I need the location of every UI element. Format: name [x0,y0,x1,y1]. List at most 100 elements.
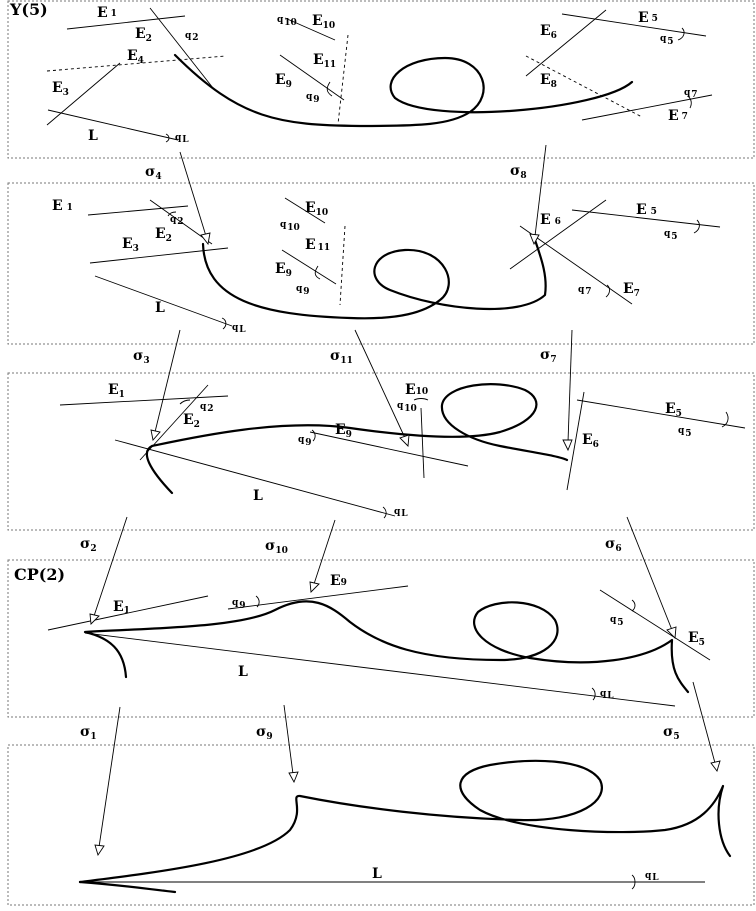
panel-3: E1 q2 E2 L qL q9 E9 E10 q10 E6 E5 q5 [7,372,755,531]
p3-q9: q9 [298,435,312,448]
y5-e3: E3 [52,80,69,98]
arrow-sigma7 [567,329,573,443]
arrowhead-sigma7 [562,439,573,452]
p2-q9-mark [314,265,321,280]
cp2-curve [83,600,690,694]
y5-e10: E10 [312,13,335,31]
cp2-e5: E5 [688,630,705,648]
p3-e9: E9 [335,422,352,440]
map-arrows: σ4 σ8 σ3 σ11 σ7 σ2 σ10 σ6 σ1 [80,144,721,857]
p2-q2-mark [167,211,177,217]
y5-ql-mark [165,133,170,143]
p3-q5-mark [721,411,729,428]
cp2-q9: q9 [232,598,246,611]
label-sigma7: σ7 [540,347,557,365]
arrow-sigma11 [354,329,406,439]
cp2-q5-mark [631,599,636,612]
panel-cp2-frame [7,559,755,718]
label-sigma8: σ8 [510,163,527,181]
y5-ql: qL [175,133,189,145]
p3-line-l [114,439,396,517]
arrowhead-sigma11 [399,434,410,447]
arrow-sigma4 [179,151,207,237]
y5-q7: q7 [684,88,698,100]
p2-q9: q9 [296,284,310,297]
y5-e8: E8 [540,72,557,90]
p2-line-e5 [571,209,721,228]
panel-bottom-frame [7,744,755,906]
y5-e2: E2 [135,26,152,44]
arrowhead-sigma8 [529,233,540,246]
p2-l: L [155,300,165,316]
y5-q5-mark [677,27,685,41]
cp2-line-l [84,632,676,707]
label-sigma9: σ9 [256,724,273,742]
arrow-sigma1 [98,706,121,848]
y5-line-e8 [525,55,643,118]
arrow-sigma9 [283,704,294,775]
p3-line-e2 [139,384,209,461]
p3-ql-mark [382,506,387,519]
p2-q7: q7 [578,285,592,297]
y5-line-e11 [337,34,349,125]
p3-e5: E5 [665,401,682,419]
y5-line-e6 [525,9,607,77]
p3-l: L [253,488,263,504]
p3-line-e5 [576,399,746,429]
p2-e3: E3 [122,236,139,254]
p2-q5: q5 [664,229,678,242]
y5-line-e3 [46,62,121,126]
label-sigma3: σ3 [133,348,150,366]
arrow-sigma5 [692,681,716,764]
y5-l: L [88,128,98,144]
p2-ql-mark [221,317,227,330]
p2-q5-mark [693,219,700,234]
p3-q10: q10 [397,401,417,414]
cp2-ql: qL [600,689,614,701]
p2-e9: E9 [275,261,292,279]
p3-q2-mark [179,399,191,405]
y5-q7-mark [687,95,692,109]
bottom-cusp-lower [78,880,177,894]
label-sigma4: σ4 [145,164,162,182]
p2-curve [201,238,547,320]
p3-q5: q5 [678,426,692,439]
p2-line-e6 [509,199,607,270]
panel-cp2-title: CP(2) [14,565,65,584]
y5-line-e1 [66,15,186,30]
p2-line-e10 [284,197,326,224]
p2-ql: qL [232,323,246,335]
p3-ql: qL [394,507,408,519]
arrow-sigma8 [534,144,547,237]
label-sigma1: σ1 [80,724,97,742]
arrowhead-sigma9 [288,771,299,784]
y5-e9: E9 [275,72,292,90]
panel-y5-title: Y(5) [9,0,48,19]
p3-e1: E1 [108,382,125,400]
p3-line-e1 [59,395,229,406]
arrow-sigma6 [626,516,673,631]
p3-e6: E6 [582,432,599,450]
p2-line-e1 [87,205,189,216]
y5-q10: q10 [277,15,297,28]
y5-line-l [47,109,179,141]
p2-line-e11 [339,225,346,306]
arrowhead-sigma4 [200,232,211,246]
cp2-line-e9 [227,585,409,610]
p2-q7-mark [605,284,610,298]
cp2-e1: E1 [113,599,130,616]
p3-line-e9 [309,431,469,467]
p2-line-e7 [519,225,633,305]
cp2-q5: q5 [610,615,624,628]
label-sigma5: σ5 [663,724,680,742]
panel-2-frame [7,182,755,345]
y5-line-e2 [149,7,214,89]
p3-e2: E2 [183,412,200,430]
p2-e2: E2 [155,226,172,244]
